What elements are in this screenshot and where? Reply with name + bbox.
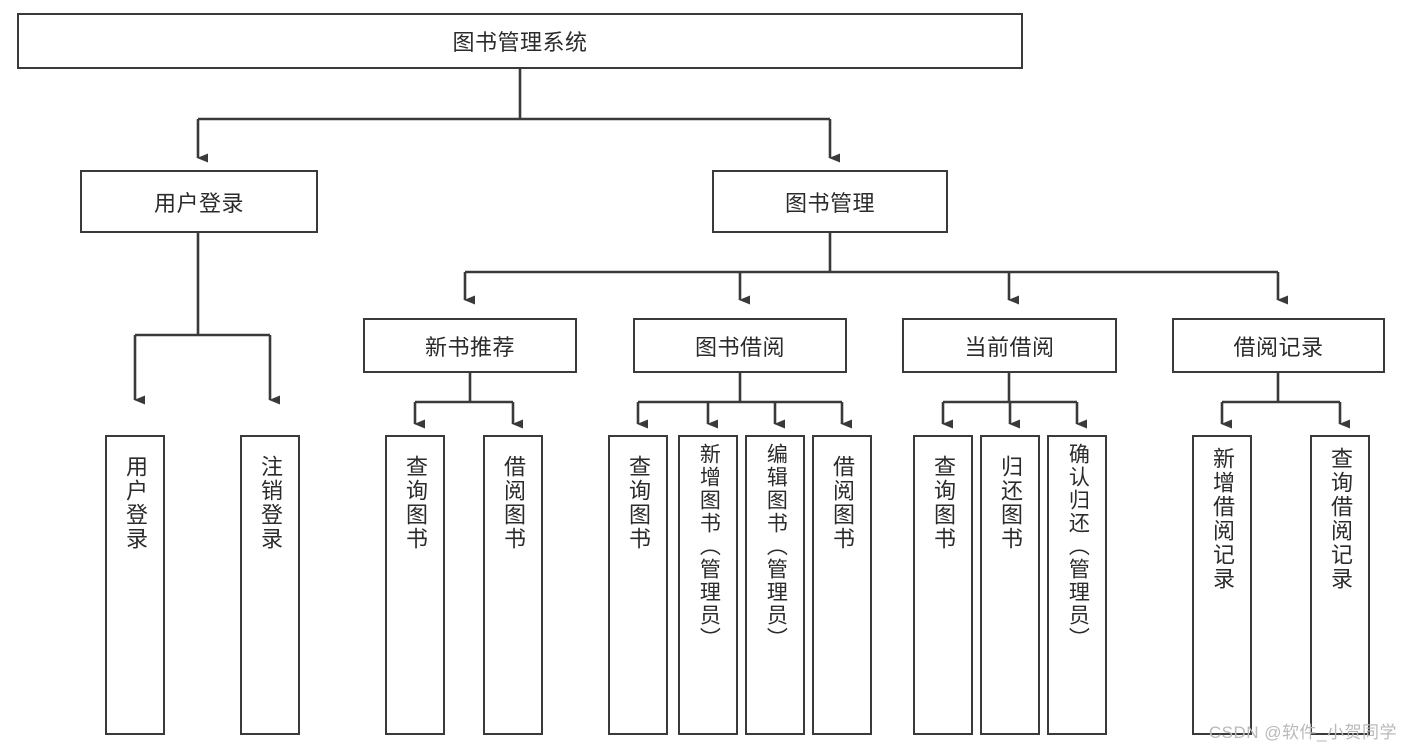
node-borrow-record-label: 借阅记录 <box>1233 334 1324 360</box>
node-current-borrow-label: 当前借阅 <box>964 334 1055 360</box>
leaf-label: 查询图书 <box>930 455 956 551</box>
leaf-label: 注销登录 <box>257 455 283 551</box>
node-book-management-label: 图书管理 <box>784 190 875 216</box>
leaf-new-book-query[interactable]: 查询图书 <box>385 435 445 735</box>
leaf-book-borrow-add[interactable]: 新增图书（管理员） <box>678 435 738 735</box>
leaf-label: 借阅图书 <box>829 455 855 551</box>
node-user-login-label: 用户登录 <box>153 190 244 216</box>
node-book-management[interactable]: 图书管理 <box>712 170 948 233</box>
leaf-label: 查询图书 <box>625 455 651 551</box>
leaf-user-login-signout[interactable]: 注销登录 <box>240 435 300 735</box>
node-borrow-record[interactable]: 借阅记录 <box>1172 318 1385 373</box>
leaf-book-borrow-borrow[interactable]: 借阅图书 <box>812 435 872 735</box>
node-current-borrow[interactable]: 当前借阅 <box>902 318 1117 373</box>
leaf-book-borrow-edit[interactable]: 编辑图书（管理员） <box>745 435 805 735</box>
leaf-current-borrow-query[interactable]: 查询图书 <box>913 435 973 735</box>
leaf-label: 查询借阅记录 <box>1327 447 1353 591</box>
leaf-borrow-record-add[interactable]: 新增借阅记录 <box>1192 435 1252 735</box>
leaf-label: 借阅图书 <box>500 455 526 551</box>
node-new-book-recommend[interactable]: 新书推荐 <box>363 318 577 373</box>
leaf-label: 确认归还（管理员） <box>1066 443 1090 650</box>
leaf-label: 新增图书（管理员） <box>697 443 721 650</box>
node-user-login[interactable]: 用户登录 <box>80 170 318 233</box>
leaf-current-borrow-return[interactable]: 归还图书 <box>980 435 1040 735</box>
watermark-text: CSDN @软件_小贺同学 <box>1208 723 1397 742</box>
node-book-borrow[interactable]: 图书借阅 <box>633 318 847 373</box>
node-book-borrow-label: 图书借阅 <box>694 334 785 360</box>
node-root-label: 图书管理系统 <box>452 30 588 55</box>
leaf-label: 查询图书 <box>402 455 428 551</box>
leaf-new-book-borrow[interactable]: 借阅图书 <box>483 435 543 735</box>
node-root-system[interactable]: 图书管理系统 <box>17 13 1023 69</box>
leaf-user-login-signin[interactable]: 用户登录 <box>105 435 165 735</box>
leaf-current-borrow-confirm[interactable]: 确认归还（管理员） <box>1047 435 1107 735</box>
leaf-borrow-record-query[interactable]: 查询借阅记录 <box>1310 435 1370 735</box>
leaf-book-borrow-query[interactable]: 查询图书 <box>608 435 668 735</box>
node-new-book-recommend-label: 新书推荐 <box>424 334 515 360</box>
leaf-label: 用户登录 <box>122 455 148 551</box>
leaf-label: 新增借阅记录 <box>1209 447 1235 591</box>
leaf-label: 归还图书 <box>997 455 1023 551</box>
leaf-label: 编辑图书（管理员） <box>764 443 788 650</box>
